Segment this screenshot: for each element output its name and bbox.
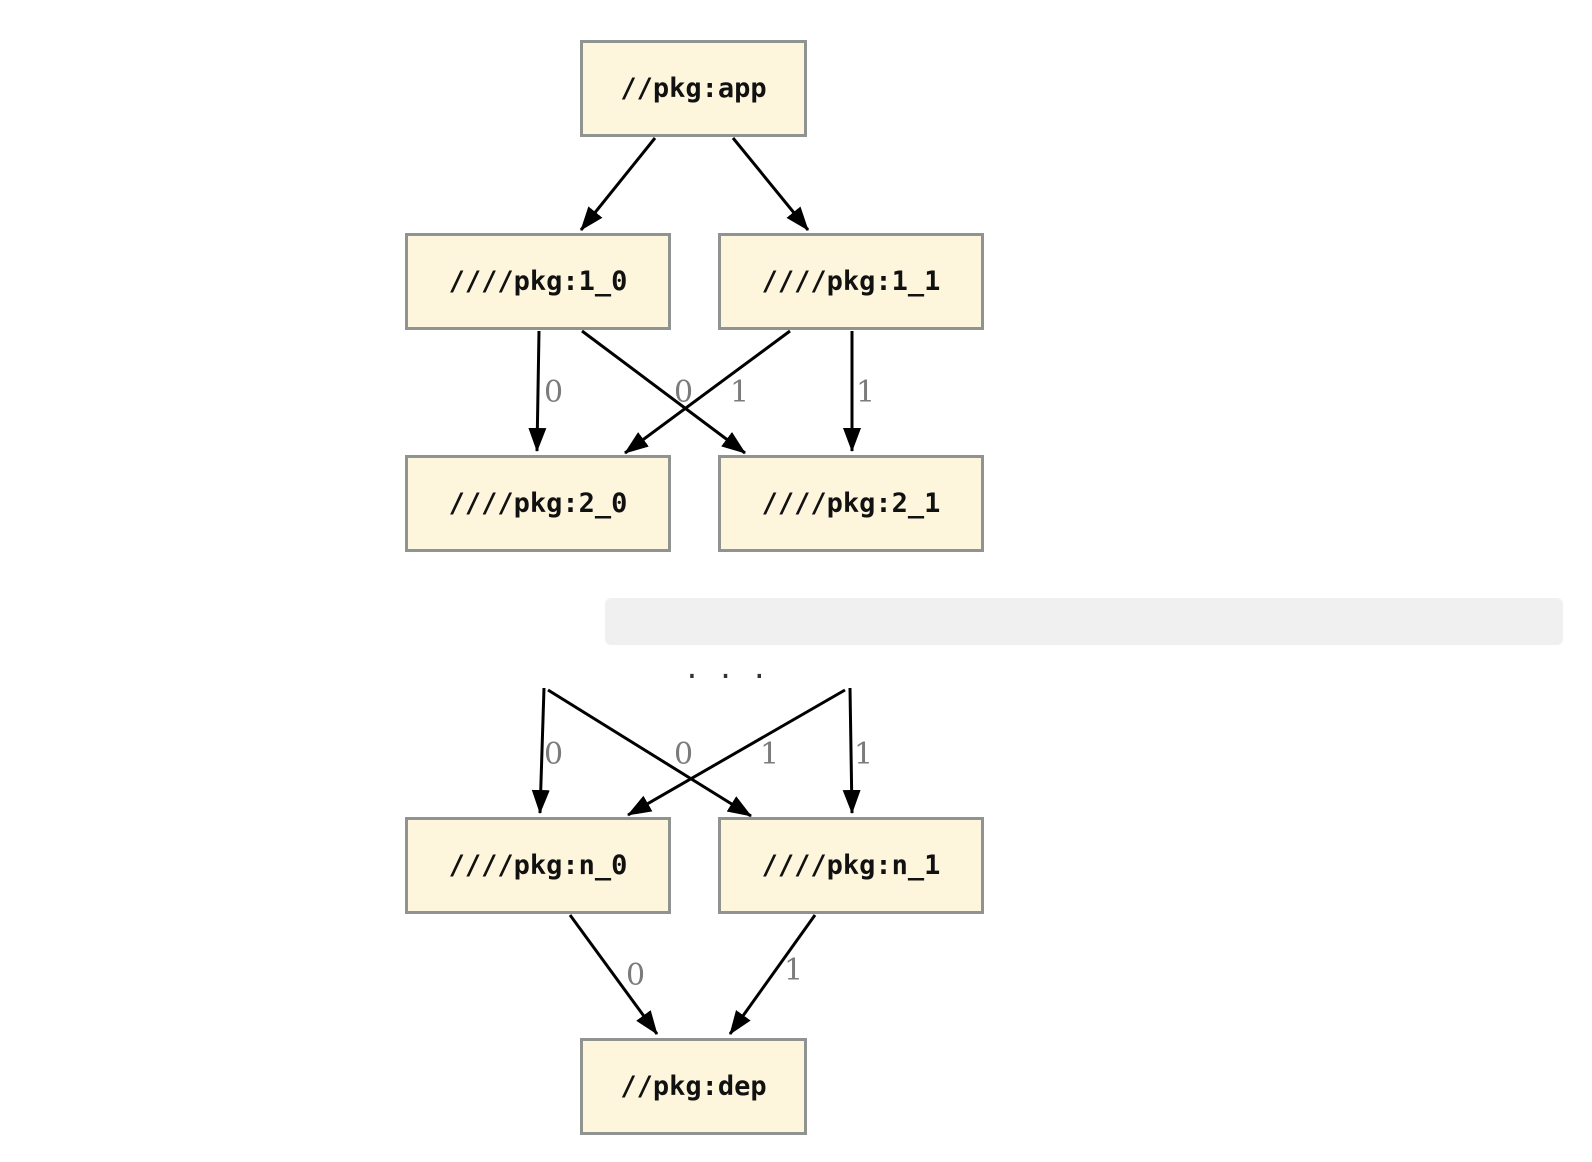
edge-label-ellipsis-n_1-cross: 0 xyxy=(674,737,694,772)
edge-n_0-to-dep xyxy=(568,914,659,1035)
node-pkg-dep: //pkg:dep xyxy=(580,1038,807,1135)
edge-label-1_0-2_1: 0 xyxy=(674,375,694,410)
node-pkg-1_0-label: ////pkg:1_0 xyxy=(448,266,628,297)
node-pkg-1_1-label: ////pkg:1_1 xyxy=(761,266,941,297)
node-pkg-2_1-label: ////pkg:2_1 xyxy=(761,488,941,519)
node-pkg-n_1-label: ////pkg:n_1 xyxy=(761,850,941,881)
edge-1_1-to-2_0 xyxy=(624,329,791,455)
node-pkg-n_0: ////pkg:n_0 xyxy=(405,817,671,914)
node-pkg-dep-label: //pkg:dep xyxy=(620,1071,767,1102)
edge-label-ellipsis-n_0-cross: 1 xyxy=(760,737,780,772)
edge-app-to-1_0 xyxy=(579,137,657,231)
ellipsis-text: . . . xyxy=(683,652,768,685)
edge-label-ellipsis-n_1-straight: 1 xyxy=(854,737,874,772)
node-pkg-n_1: ////pkg:n_1 xyxy=(718,817,984,914)
edge-1_0-to-2_1 xyxy=(581,329,746,455)
node-pkg-2_0-label: ////pkg:2_0 xyxy=(448,488,628,519)
node-pkg-1_1: ////pkg:1_1 xyxy=(718,233,984,330)
edge-label-1_1-2_0: 1 xyxy=(730,375,750,410)
node-pkg-2_0: ////pkg:2_0 xyxy=(405,455,671,552)
edge-ellipsis-to-n_0-cross xyxy=(627,688,846,817)
edge-1_0-to-2_0 xyxy=(528,330,547,452)
node-pkg-n_0-label: ////pkg:n_0 xyxy=(448,850,628,881)
edge-label-ellipsis-n_0-straight: 0 xyxy=(544,737,564,772)
node-pkg-1_0: ////pkg:1_0 xyxy=(405,233,671,330)
edge-n_1-to-dep xyxy=(728,914,817,1035)
ellipsis-bar: . . . xyxy=(605,598,1563,685)
edge-ellipsis-to-n_1-straight xyxy=(842,687,861,814)
node-pkg-app-label: //pkg:app xyxy=(620,73,767,104)
edge-app-to-1_1 xyxy=(731,137,810,231)
node-pkg-app: //pkg:app xyxy=(580,40,807,137)
edge-label-n_0-dep: 0 xyxy=(626,958,646,993)
node-pkg-2_1: ////pkg:2_1 xyxy=(718,455,984,552)
edge-label-1_0-2_0: 0 xyxy=(544,375,564,410)
edge-ellipsis-to-n_0-straight xyxy=(531,687,550,814)
edge-label-1_1-2_1: 1 xyxy=(856,375,876,410)
edge-label-n_1-dep: 1 xyxy=(784,953,804,988)
edge-ellipsis-to-n_1-cross xyxy=(547,688,752,818)
